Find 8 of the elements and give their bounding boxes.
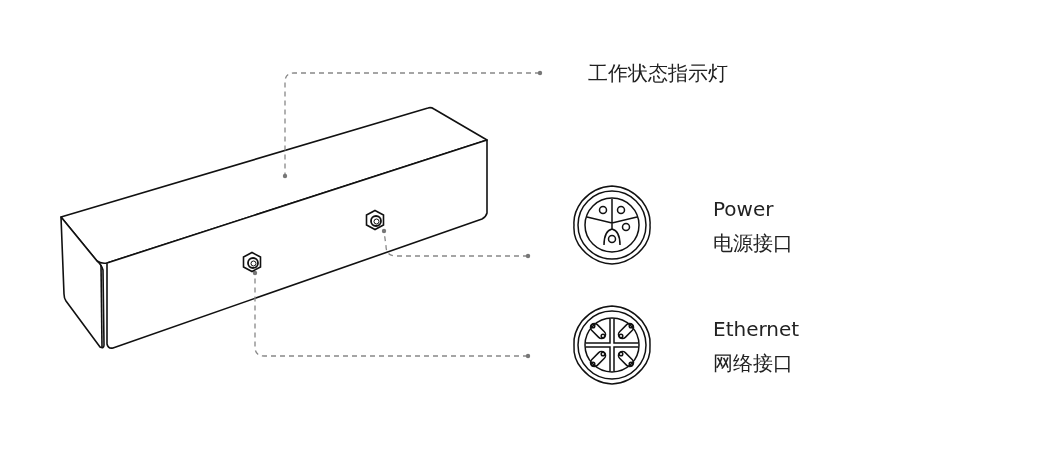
leader-line xyxy=(252,270,531,359)
callout-text: 工作状态指示灯 xyxy=(588,60,728,87)
port-label: Ethernet xyxy=(713,316,800,343)
port-label: Power xyxy=(713,196,774,223)
port-label: 电源接口 xyxy=(713,230,793,257)
leader-line xyxy=(381,228,531,259)
leader-line xyxy=(282,70,543,179)
port-label: 网络接口 xyxy=(713,350,793,377)
